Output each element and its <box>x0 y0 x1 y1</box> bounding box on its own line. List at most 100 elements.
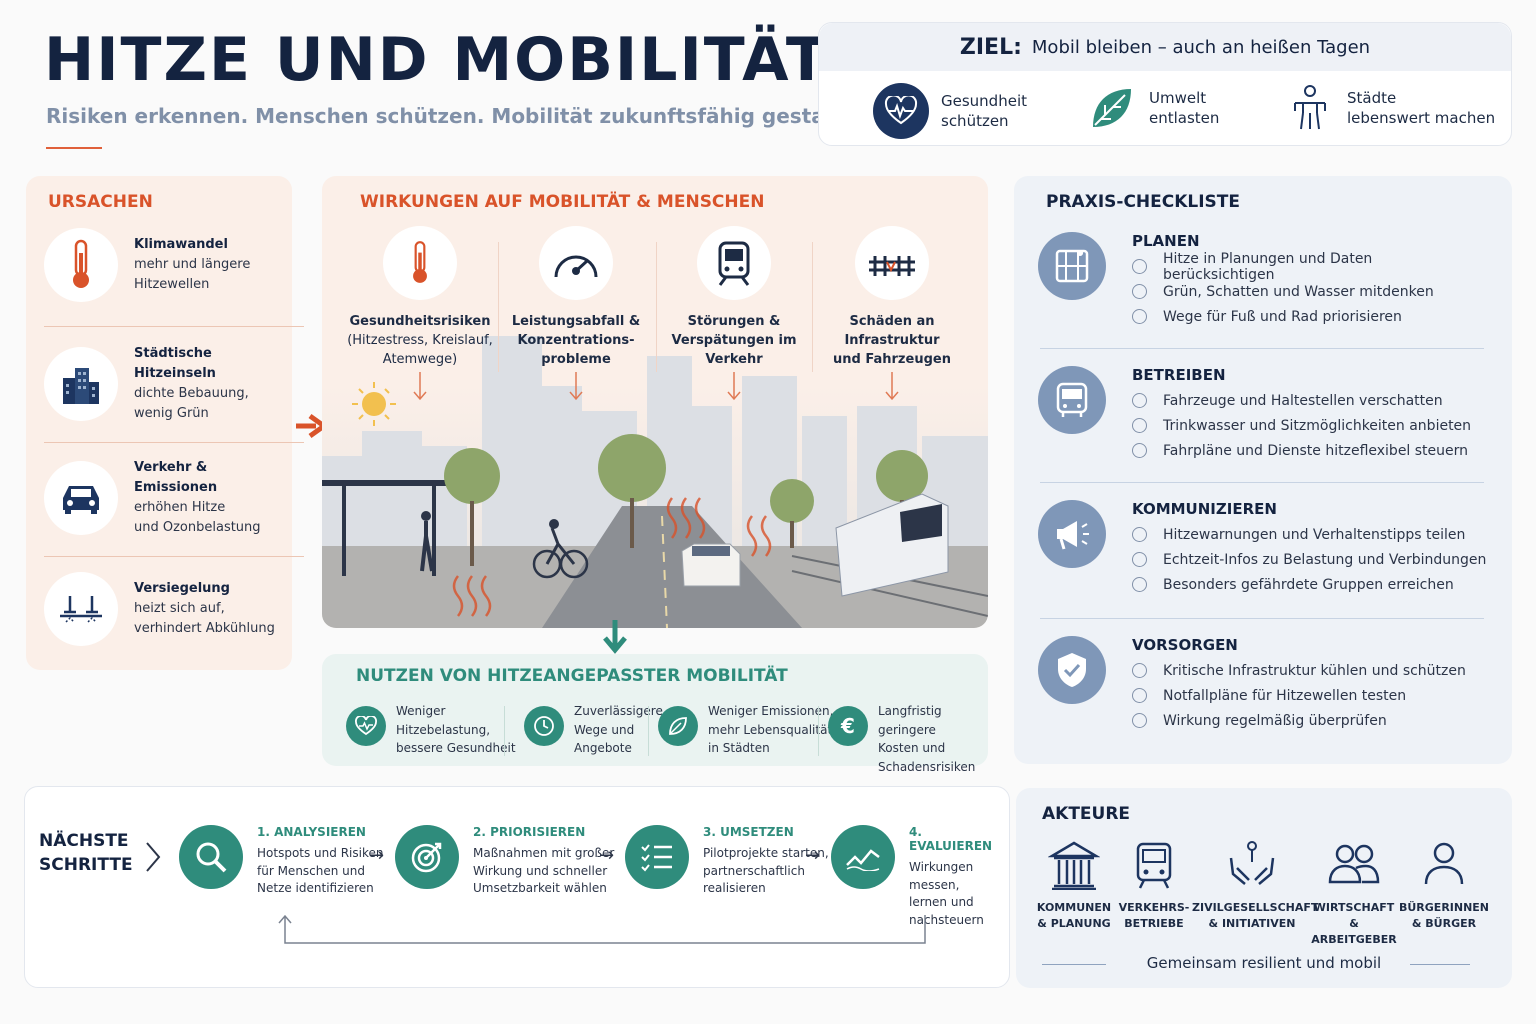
divider <box>1040 482 1484 483</box>
divider <box>504 706 505 756</box>
benefits-title: NUTZEN VON HITZEANGEPASSTER MOBILITÄT <box>356 666 788 686</box>
benefit-text: Weniger Emissionen, <box>708 704 834 718</box>
checklist-item[interactable]: Fahrzeuge und Haltestellen verschatten <box>1132 388 1471 413</box>
divider <box>44 556 304 557</box>
divider <box>44 442 304 443</box>
checkbox[interactable] <box>1132 688 1147 703</box>
thermometer-icon <box>44 228 118 302</box>
bus-icon <box>1038 366 1106 434</box>
checkbox[interactable] <box>1132 443 1147 458</box>
checklist-item[interactable]: Wirkung regelmäßig überprüfen <box>1132 708 1466 733</box>
effect-text: Atemwege) <box>382 352 458 367</box>
megaphone-icon <box>1038 500 1106 568</box>
checklist-item[interactable]: Kritische Infrastruktur kühlen und schüt… <box>1132 658 1466 683</box>
arrow-right-icon: → <box>599 845 615 866</box>
leaf-icon <box>1087 83 1137 133</box>
cause-text: dichte Bebauung, <box>134 386 249 401</box>
checkbox[interactable] <box>1132 284 1147 299</box>
checkbox[interactable] <box>1132 527 1147 542</box>
heart-icon <box>346 706 386 746</box>
effects-title: WIRKUNGEN AUF MOBILITÄT & MENSCHEN <box>360 192 765 212</box>
rails-icon <box>855 226 929 300</box>
hands-icon <box>1229 841 1275 885</box>
checkbox[interactable] <box>1132 309 1147 324</box>
checkbox[interactable] <box>1132 259 1147 274</box>
checklist-item-label: Echtzeit-Infos zu Belastung und Verbindu… <box>1163 551 1487 568</box>
checkbox[interactable] <box>1132 577 1147 592</box>
cause-text: heizt sich auf, <box>134 601 225 616</box>
actors-card: AKTEURE KOMMUNEN& PLANUNG VERKEHRS-BETRI… <box>1016 788 1512 988</box>
checklist-item[interactable]: Grün, Schatten und Wasser mitdenken <box>1132 279 1488 304</box>
actor-economy: WIRTSCHAFT& ARBEITGEBER <box>1306 840 1402 948</box>
townhall-icon <box>1048 841 1100 890</box>
arrow-down-icon <box>727 372 741 401</box>
actor-civil-society: ZIVILGESELLSCHAFT & INITIATIVEN <box>1192 840 1318 932</box>
checkbox[interactable] <box>1132 393 1147 408</box>
checkbox[interactable] <box>1132 552 1147 567</box>
effect-health: Gesundheitsrisiken(Hitzestress, Kreislau… <box>340 226 500 369</box>
leaf-icon <box>658 706 698 746</box>
effect-title: Verkehr <box>705 352 763 367</box>
benefits-card: NUTZEN VON HITZEANGEPASSTER MOBILITÄT We… <box>322 654 988 774</box>
checklist-item[interactable]: Wege für Fuß und Rad priorisieren <box>1132 304 1488 329</box>
checklist-item[interactable]: Hitze in Planungen und Daten berücksicht… <box>1132 251 1488 283</box>
checklist-item[interactable]: Notfallpläne für Hitzewellen testen <box>1132 683 1466 708</box>
actor-label: & PLANUNG <box>1037 917 1111 930</box>
step-title: 2. PRIORISIEREN <box>473 825 586 839</box>
checkbox[interactable] <box>1132 418 1147 433</box>
actor-label: & INITIATIVEN <box>1208 917 1296 930</box>
benefit-text: Schadensrisiken <box>878 759 976 774</box>
divider <box>1040 618 1484 619</box>
checklist-title: PRAXIS-CHECKLISTE <box>1046 192 1241 212</box>
step-text: nachsteuern <box>909 912 984 927</box>
effect-title: Schäden an <box>849 314 935 329</box>
effect-text: (Hitzestress, Kreislauf, <box>347 333 493 348</box>
checklist-item[interactable]: Echtzeit-Infos zu Belastung und Verbindu… <box>1132 547 1486 572</box>
step-text: Netze identifizieren <box>257 881 374 895</box>
checkbox[interactable] <box>1132 713 1147 728</box>
checklist-group-title: VORSORGEN <box>1132 636 1238 654</box>
actor-label: BÜRGERINNEN <box>1398 901 1490 914</box>
checklist-item-label: Fahrpläne und Dienste hitzeflexibel steu… <box>1163 442 1469 459</box>
divider <box>498 242 499 372</box>
goal-label: ZIEL: <box>959 34 1022 60</box>
checklist-item-label: Fahrzeuge und Haltestellen verschatten <box>1163 392 1443 409</box>
page-subtitle: Risiken erkennen. Menschen schützen. Mob… <box>46 104 877 128</box>
trend-icon <box>831 825 895 889</box>
checklist-group-title: PLANEN <box>1132 232 1200 250</box>
actor-label: & BÜRGER <box>1411 917 1477 930</box>
checklist-item[interactable]: Besonders gefährdete Gruppen erreichen <box>1132 572 1486 597</box>
checklist-card: PRAXIS-CHECKLISTE PLANEN Hitze in Planun… <box>1014 176 1512 764</box>
next-steps-title-line: SCHRITTE <box>39 855 133 875</box>
arrow-right-icon: → <box>369 845 385 866</box>
divider <box>1410 964 1470 965</box>
benefit-text: Wege und <box>574 722 635 737</box>
actor-label: & ARBEITGEBER <box>1311 917 1397 946</box>
checkbox[interactable] <box>1132 663 1147 678</box>
car-icon <box>44 461 118 535</box>
cause-text: wenig Grün <box>134 406 209 421</box>
arrow-down-icon <box>603 620 627 654</box>
actor-label: ZIVILGESELLSCHAFT <box>1192 901 1319 914</box>
checklist-item[interactable]: Trinkwasser und Sitzmöglichkeiten anbiet… <box>1132 413 1471 438</box>
step-text: Maßnahmen mit großer <box>473 846 615 860</box>
loop-arrow-icon <box>278 914 926 944</box>
checklist-group-plan: PLANEN Hitze in Planungen und Daten berü… <box>1038 232 1488 325</box>
benefit-text: bessere Gesundheit <box>396 741 516 755</box>
clock-icon <box>524 706 564 746</box>
benefit-text: Kosten und <box>878 741 946 755</box>
divider <box>44 326 304 327</box>
goal-item-line: Gesundheit <box>941 92 1027 110</box>
causes-title: URSACHEN <box>48 192 153 212</box>
checklist-item[interactable]: Fahrpläne und Dienste hitzeflexibel steu… <box>1132 438 1471 463</box>
checklist-item[interactable]: Hitzewarnungen und Verhaltenstipps teile… <box>1132 522 1486 547</box>
